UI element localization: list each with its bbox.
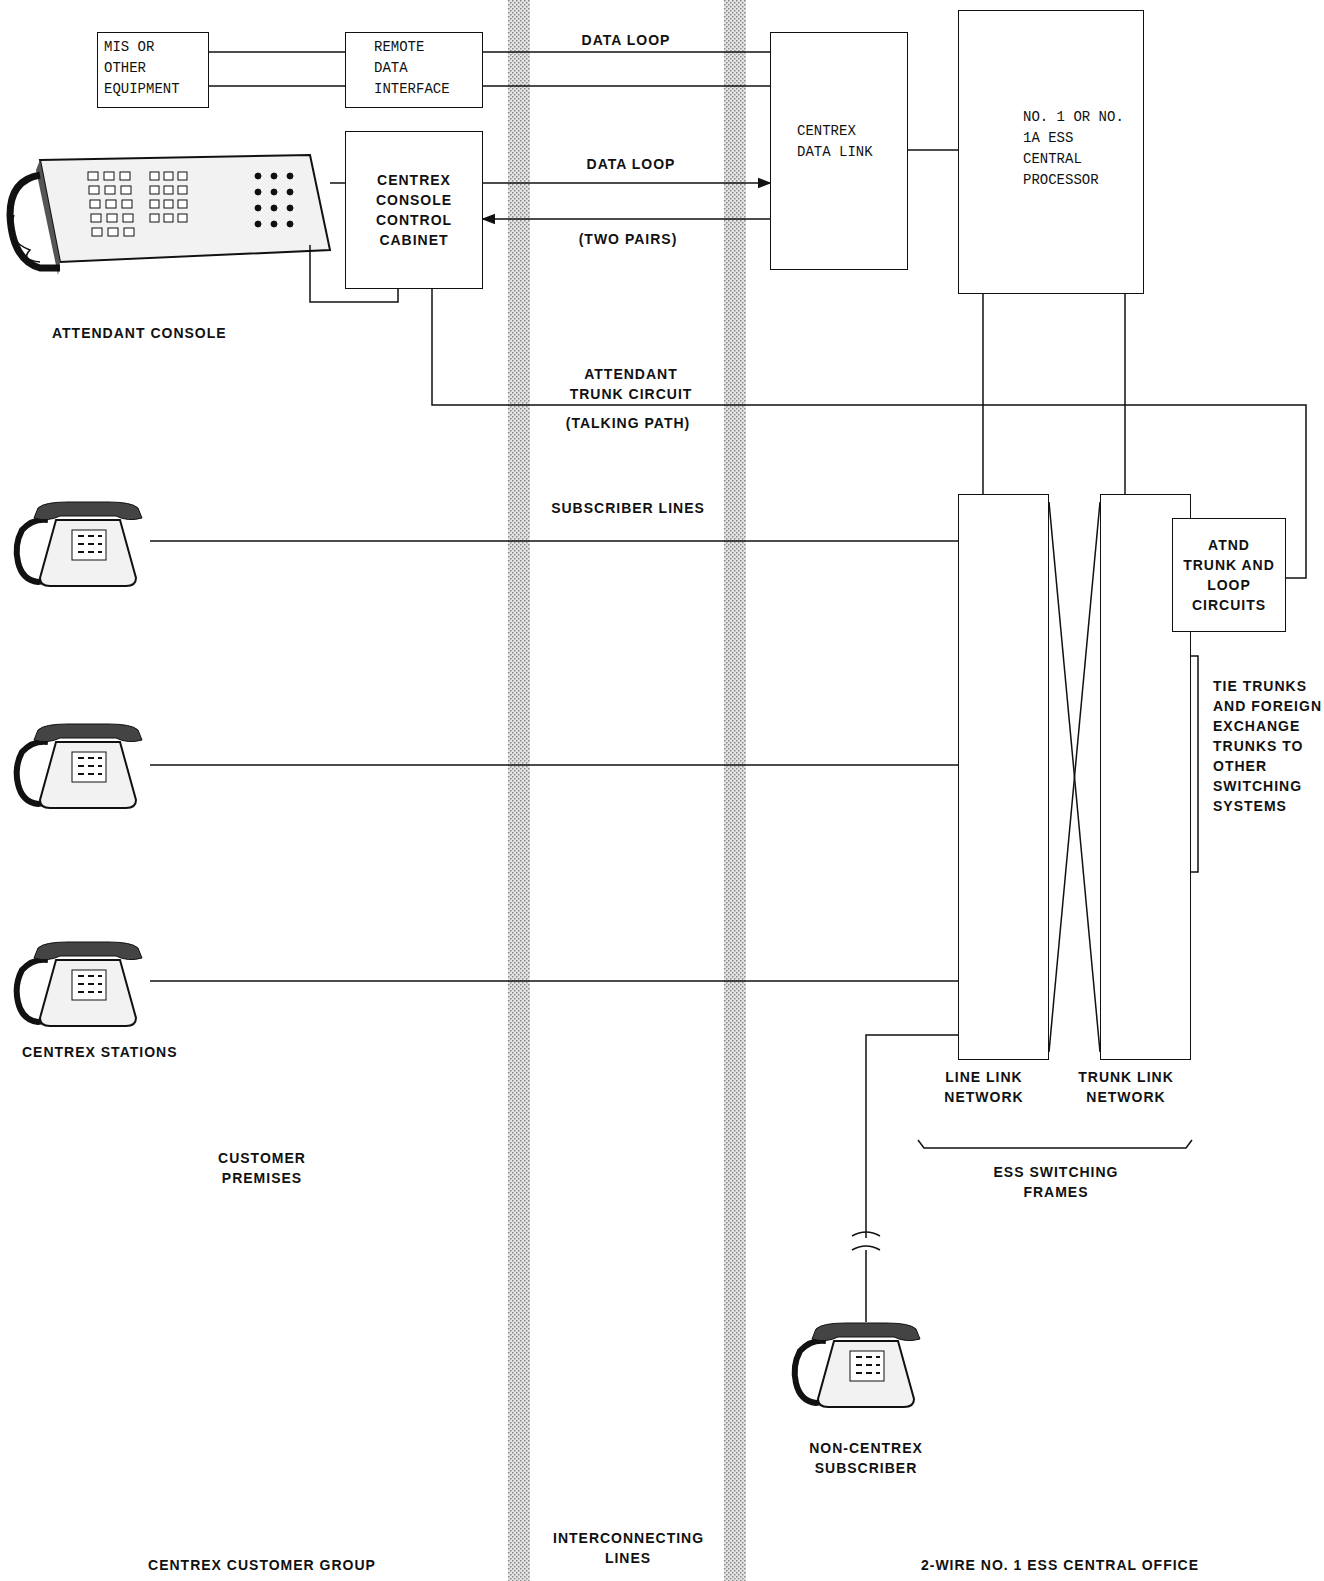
phone-icon [795,1323,920,1407]
wires [150,183,1198,1322]
box-label: CENTREX CONSOLE CONTROL CABINET [354,170,474,250]
network-frame: LINE LINK NETWORK [958,494,1049,1060]
band [508,0,530,1581]
caption-label: NON-CENTREX SUBSCRIBER [791,1438,941,1478]
connector [983,294,984,494]
connector [908,150,958,151]
caption-label: ATTENDANT CONSOLE [52,323,272,343]
phone-icon [17,724,142,808]
caption-label: 2-WIRE NO. 1 ESS CENTRAL OFFICE [910,1555,1210,1575]
equipment-box: MIS OR OTHER EQUIPMENT [97,32,209,108]
connector [1049,502,1100,1052]
edge-label: DATA LOOP [553,154,709,174]
caption-label: TIE TRUNKS AND FOREIGN EXCHANGE TRUNKS T… [1213,676,1323,816]
equipment-box: REMOTE DATA INTERFACE [345,32,483,108]
phone-icon [17,942,142,1026]
connector [483,52,770,86]
equipment-box: CENTREX CONSOLE CONTROL CABINET [345,131,483,289]
phone-icon [17,502,142,586]
box-label: MIS OR OTHER EQUIPMENT [104,37,202,100]
caption-label: (TALKING PATH) [563,413,693,433]
equipment-box: CENTREX DATA LINK [770,32,908,270]
connector [209,52,345,86]
equipment-box: NO. 1 OR NO. 1A ESS CENTRAL PROCESSOR [958,10,1144,294]
box-label: NO. 1 OR NO. 1A ESS CENTRAL PROCESSOR [1023,107,1135,191]
caption-label: CUSTOMER PREMISES [192,1148,332,1188]
caption-label: CENTREX STATIONS [22,1042,242,1062]
connector [483,183,770,219]
caption-label: (TWO PAIRS) [576,229,681,249]
box-label: LINE LINK NETWORK [924,1067,1044,1107]
connector [1125,294,1126,494]
caption-label: CENTREX CUSTOMER GROUP [132,1555,392,1575]
caption-label: INTERCONNECTING LINES [553,1528,703,1568]
box-label: REMOTE DATA INTERFACE [374,37,454,100]
caption-label: SUBSCRIBER LINES [548,498,708,518]
band [724,0,746,1581]
edge-label: ATTENDANT TRUNK CIRCUIT [553,364,709,404]
box-label: CENTREX DATA LINK [797,121,881,163]
caption-label: ESS SWITCHING FRAMES [986,1162,1126,1202]
box-label: ATND TRUNK AND LOOP CIRCUITS [1179,535,1279,615]
attendant-console [10,155,330,275]
equipment-box: ATND TRUNK AND LOOP CIRCUITS [1172,518,1286,632]
edge-label: DATA LOOP [548,30,704,50]
box-label: TRUNK LINK NETWORK [1066,1067,1186,1107]
